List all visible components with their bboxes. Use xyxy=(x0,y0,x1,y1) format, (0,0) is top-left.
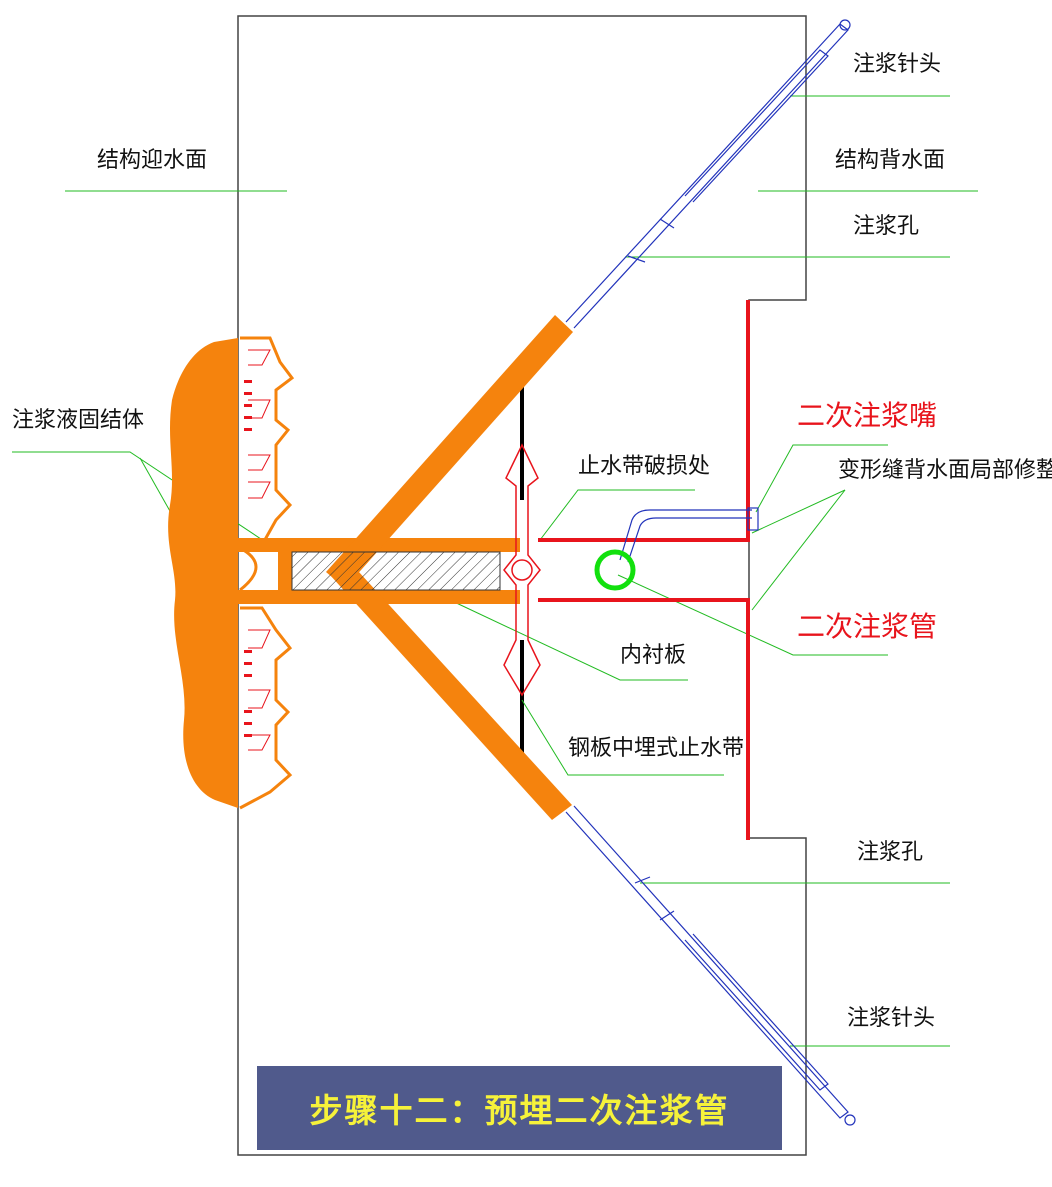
label-joint-repair: 变形缝背水面局部修整 xyxy=(838,458,1052,483)
leader-lines xyxy=(12,95,978,1047)
grout-needle-top xyxy=(565,19,851,329)
label-liner-board: 内衬板 xyxy=(620,643,687,668)
secondary-grout xyxy=(538,300,750,840)
label-upstream-face: 结构迎水面 xyxy=(97,148,208,173)
label-secondary-nozzle: 二次注浆嘴 xyxy=(797,399,938,432)
step-banner-title: 步骤十二：预埋二次注浆管 xyxy=(309,1091,730,1130)
label-hole-bottom: 注浆孔 xyxy=(857,840,924,865)
joint-grout xyxy=(238,315,573,820)
grout-solid-body xyxy=(168,338,238,808)
label-steel-waterstop: 钢板中埋式止水带 xyxy=(568,736,745,761)
middle-waterstop-profile xyxy=(503,443,541,697)
secondary-grout-pipe xyxy=(619,507,759,563)
label-grout-body: 注浆液固结体 xyxy=(12,408,145,433)
liner-board xyxy=(291,551,501,591)
label-waterstop-damage: 止水带破损处 xyxy=(578,454,711,479)
label-needle-top: 注浆针头 xyxy=(853,52,942,77)
label-needle-bottom: 注浆针头 xyxy=(847,1006,936,1031)
step-banner: 步骤十二：预埋二次注浆管 xyxy=(257,1066,782,1150)
grout-needle-bottom xyxy=(565,805,856,1126)
waterstop-inner xyxy=(248,349,271,751)
label-secondary-pipe: 二次注浆管 xyxy=(797,610,938,643)
label-downstream-face: 结构背水面 xyxy=(835,148,946,173)
waterstop-marks xyxy=(244,380,252,737)
label-hole-top: 注浆孔 xyxy=(853,214,920,239)
secondary-pipe-outlet-ring xyxy=(594,549,636,591)
